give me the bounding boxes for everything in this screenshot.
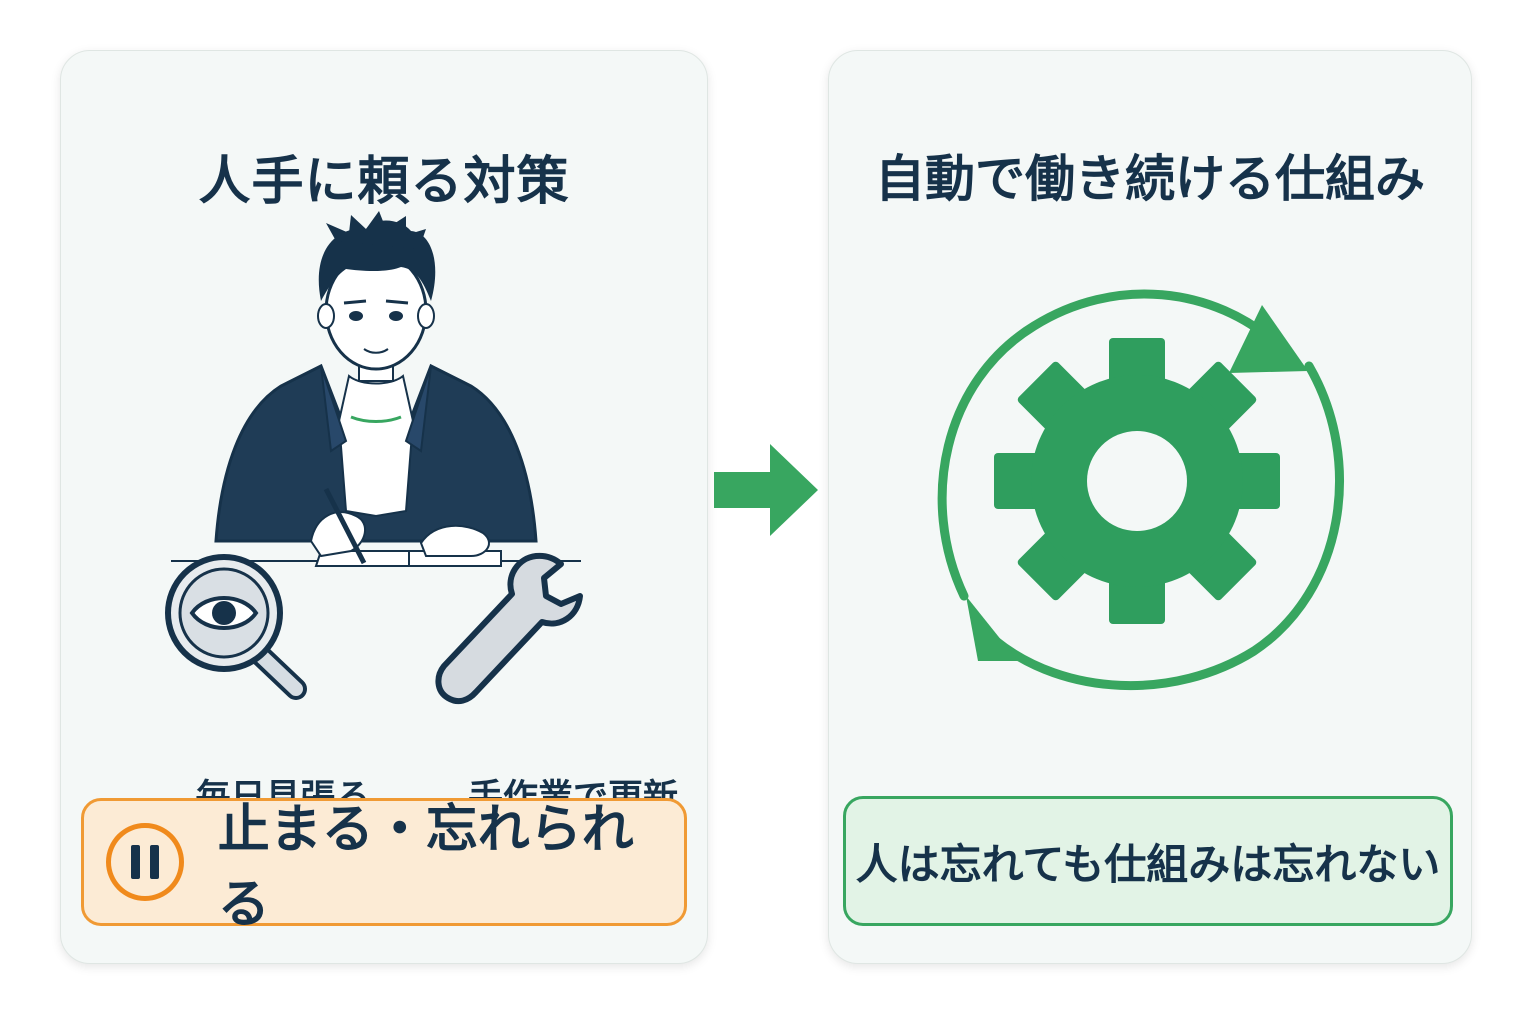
pause-icon [106, 823, 184, 901]
automation-panel: 自動で働き続ける仕組み 人は忘れても仕組みは忘れない [828, 50, 1472, 964]
wrench-icon [435, 552, 583, 705]
automation-callout-text: 人は忘れても仕組みは忘れない [855, 839, 1441, 889]
magnifier-eye-icon [165, 554, 307, 700]
gear-cycle-icon [937, 289, 1344, 691]
manual-panel: 人手に頼る対策 [60, 50, 708, 964]
manual-callout-text: 止まる・忘れられる [217, 800, 634, 935]
right-arrow-icon [714, 444, 818, 536]
manual-panel-title: 人手に頼る対策 [198, 152, 570, 212]
person-writing-illustration [171, 211, 581, 567]
automation-panel-title: 自動で働き続ける仕組み [875, 150, 1425, 208]
manual-callout: 止まる・忘れられる [81, 798, 687, 935]
automation-callout: 人は忘れても仕組みは忘れない [843, 796, 1453, 926]
